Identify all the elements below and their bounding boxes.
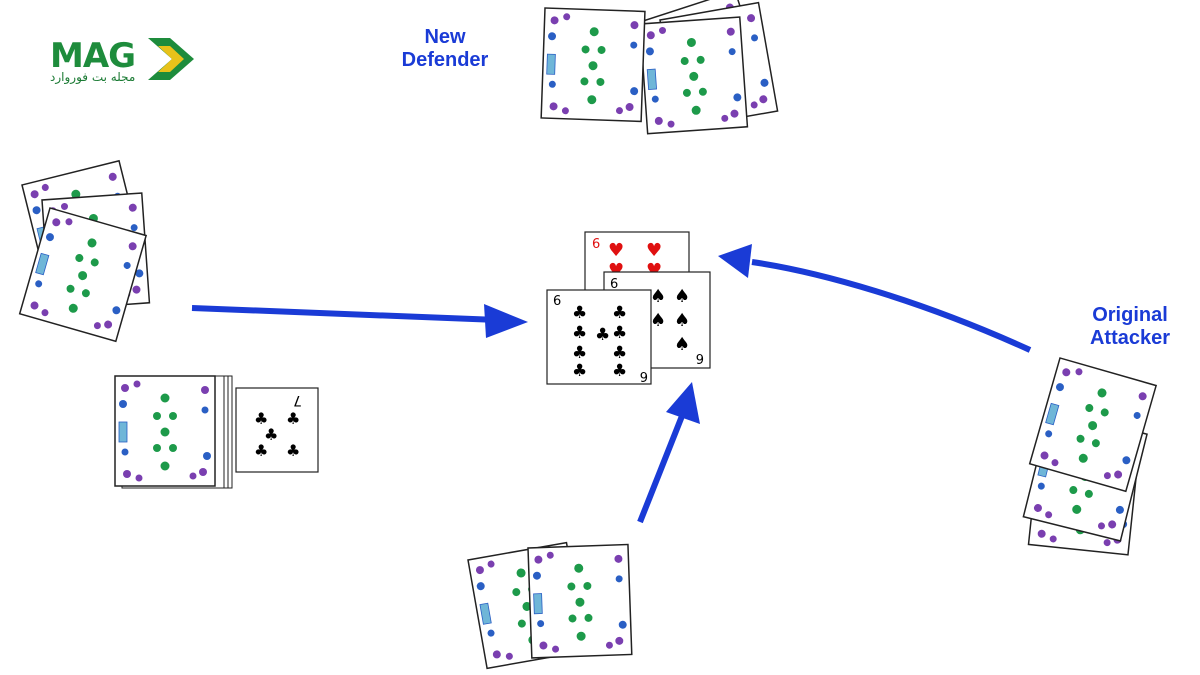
new-defender-line-1: New: [424, 26, 466, 48]
arrow-head-left: [484, 304, 528, 338]
original-attacker-line-2: Attacker: [1089, 327, 1171, 349]
clubs-rank-bottom: 6: [640, 368, 648, 383]
club-icon: ♣: [286, 409, 300, 428]
logo-text: MAG: [50, 36, 136, 76]
heart-icon: ♥: [608, 240, 624, 261]
play-arrows: [191, 244, 1032, 524]
arrow-bottom-player: [637, 414, 685, 524]
club-icon: ♣: [264, 425, 278, 444]
spades-rank: 6: [610, 277, 618, 292]
spade-icon: ♠: [650, 310, 666, 331]
right-player-hand: [1022, 357, 1157, 556]
club-icon: ♣: [254, 441, 268, 460]
hearts-rank: 6: [592, 237, 600, 252]
arrow-right-player: [751, 259, 1032, 353]
club-icon: ♣: [572, 303, 587, 323]
mag-logo: MAG مجله بت فوروارد: [40, 32, 210, 92]
spade-icon: ♠: [650, 286, 666, 307]
original-attacker-label: Original Attacker: [1070, 304, 1190, 350]
original-attacker-line-1: Original: [1092, 304, 1168, 326]
club-icon: ♣: [612, 343, 627, 363]
club-icon: ♣: [254, 409, 268, 428]
club-icon: ♣: [612, 361, 627, 381]
club-icon: ♣: [612, 323, 627, 343]
club-icon: ♣: [286, 441, 300, 460]
top-player-hand: [540, 0, 779, 135]
new-defender-line-2: Defender: [401, 49, 489, 71]
arrow-left-player: [191, 305, 499, 323]
club-icon: ♣: [572, 323, 587, 343]
left-player-hand: [18, 160, 151, 343]
trump-rank: 7: [293, 392, 302, 408]
club-icon: ♣: [612, 303, 627, 323]
clubs-rank: 6: [553, 294, 561, 309]
spades-rank-bottom: 6: [696, 350, 704, 365]
table-cards: 6 ♥ ♥ ♥ ♥ 6 ♠ ♠ ♠ ♠ ♠ 6 6 ♣ ♣ ♣ ♣ ♣ ♣ ♣ …: [546, 231, 711, 385]
arrow-head-right: [718, 244, 752, 278]
arrow-head-bottom: [666, 382, 700, 424]
club-icon: ♣: [595, 325, 610, 345]
deck: 7 ♣ ♣ ♣ ♣ ♣: [114, 375, 319, 489]
trump-card: 7 ♣ ♣ ♣ ♣ ♣: [235, 387, 319, 473]
spade-icon: ♠: [674, 286, 690, 307]
club-icon: ♣: [572, 343, 587, 363]
bottom-player-hand: [467, 541, 633, 670]
club-icon: ♣: [572, 361, 587, 381]
spade-icon: ♠: [674, 310, 690, 331]
logo-subtitle: مجله بت فوروارد: [50, 70, 136, 84]
new-defender-label: New Defender: [380, 26, 510, 72]
logo-arrow-icon: [148, 38, 194, 80]
spade-icon: ♠: [674, 334, 690, 355]
six-of-clubs-card: 6 ♣ ♣ ♣ ♣ ♣ ♣ ♣ ♣ ♣ 6: [546, 289, 652, 385]
heart-icon: ♥: [646, 240, 662, 261]
